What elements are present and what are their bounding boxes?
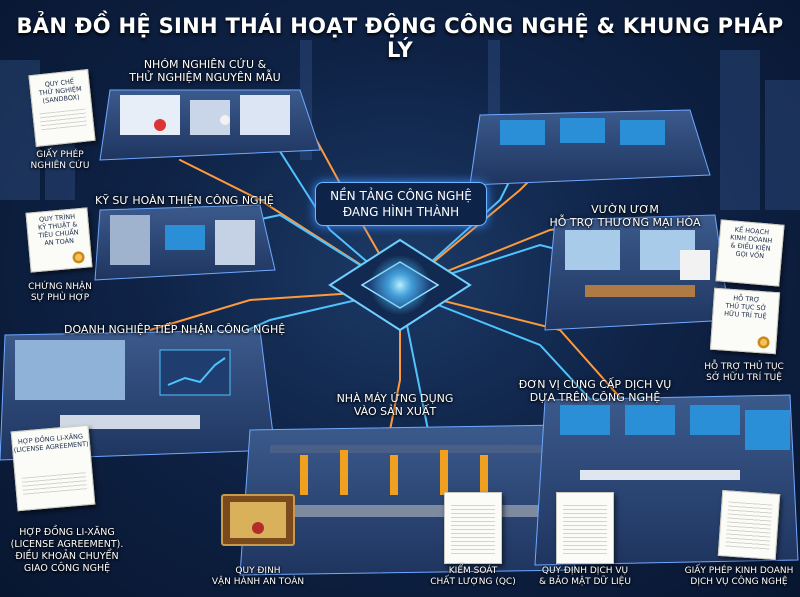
zone-label-research: NHÓM NGHIÊN CỨU & THỬ NGHIỆM NGUYÊN MẪU xyxy=(120,58,290,84)
platform-engineers xyxy=(94,204,276,281)
license-label-line3: ĐIỀU KHOẢN CHUYỂN xyxy=(15,551,119,562)
license-label-line1: HỢP ĐỒNG LI-XĂNG xyxy=(19,527,115,538)
platform-incubator xyxy=(544,214,731,331)
center-label-line2: ĐANG HÌNH THÀNH xyxy=(342,205,460,219)
license-document: HỢP ĐỒNG LI-XĂNG (LICENSE AGREEMENT) xyxy=(10,424,96,512)
sandbox-label-line2: NGHIÊN CỨU xyxy=(30,161,90,171)
data-security-label-line1: QUY ĐỊNH DỊCH VỤ xyxy=(541,566,629,576)
zone-label-factory-line1: NHÀ MÁY ỨNG DỤNG xyxy=(336,392,454,405)
seal-icon xyxy=(757,335,770,349)
qc-label-line1: KIỂM SOÁT xyxy=(448,566,498,576)
zone-label-enterprise-line1: DOANH NGHIỆP TIẾP NHẬN CÔNG NGHỆ xyxy=(64,323,286,336)
zone-label-engineers: KỸ SƯ HOÀN THIỆN CÔNG NGHỆ xyxy=(95,194,274,207)
center-label-line1: NỀN TẢNG CÔNG NGHỆ xyxy=(330,189,472,203)
zone-label-service-line2: DỰA TRÊN CÔNG NGHỆ xyxy=(529,391,661,404)
data-security-label: QUY ĐỊNH DỊCH VỤ & BẢO MẬT DỮ LIỆU xyxy=(535,566,635,588)
standards-label-line2: SỰ PHÙ HỢP xyxy=(30,293,90,303)
ip-document: HỖ TRỢ THỦ TỤC SỞ HỮU TRÍ TUỆ xyxy=(709,287,781,355)
business-license-label-line1: GIẤY PHÉP KINH DOANH xyxy=(684,566,794,576)
zone-label-enterprise: DOANH NGHIỆP TIẾP NHẬN CÔNG NGHỆ xyxy=(64,323,286,336)
center-platform-label: NỀN TẢNG CÔNG NGHỆ ĐANG HÌNH THÀNH xyxy=(315,182,487,226)
qc-label: KIỂM SOÁT CHẤT LƯỢNG (QC) xyxy=(423,566,523,588)
document-text-lines xyxy=(451,505,495,555)
license-label-line4: GIAO CÔNG NGHỆ xyxy=(23,563,111,574)
sandbox-label-line1: GIẤY PHÉP xyxy=(36,150,84,160)
document-text-lines xyxy=(21,472,88,496)
business-license-document xyxy=(717,490,781,560)
ip-label: HỖ TRỢ THỦ TỤC SỞ HỮU TRÍ TUỆ xyxy=(690,362,798,384)
seal-icon xyxy=(72,250,86,264)
safety-label-line2: VẬN HÀNH AN TOÀN xyxy=(211,577,305,587)
zone-label-factory-line2: VÀO SẢN XUẤT xyxy=(353,405,437,418)
data-security-document xyxy=(556,492,614,564)
business-plan-document: KẾ HOẠCH KINH DOANH & ĐIỀU KIỆN GỌI VỐN xyxy=(715,219,785,287)
platform-research xyxy=(99,89,321,161)
business-license-label-line2: DỊCH VỤ CÔNG NGHỆ xyxy=(690,577,788,587)
zone-label-incubator-line1: VƯỜN ƯƠM xyxy=(591,203,659,216)
zone-label-service: ĐƠN VỊ CUNG CẤP DỊCH VỤ DỰA TRÊN CÔNG NG… xyxy=(505,378,685,404)
zone-label-incubator: VƯỜN ƯƠM HỖ TRỢ THƯƠNG MẠI HÓA xyxy=(545,203,705,229)
platform-control-room xyxy=(469,109,711,186)
sandbox-label: GIẤY PHÉP NGHIÊN CỨU xyxy=(20,150,100,172)
safety-plaque xyxy=(221,494,295,546)
standards-label-line1: CHỨNG NHẬN xyxy=(28,282,92,292)
qc-document xyxy=(444,492,502,564)
zone-label-incubator-line2: HỖ TRỢ THƯƠNG MẠI HÓA xyxy=(549,216,701,229)
qc-label-line2: CHẤT LƯỢNG (QC) xyxy=(430,577,516,587)
zone-label-research-line2: THỬ NGHIỆM NGUYÊN MẪU xyxy=(129,71,281,84)
document-text-lines xyxy=(725,501,773,551)
zone-label-factory: NHÀ MÁY ỨNG DỤNG VÀO SẢN XUẤT xyxy=(320,392,470,418)
zone-label-service-line1: ĐƠN VỊ CUNG CẤP DỊCH VỤ xyxy=(518,378,672,391)
document-text-lines xyxy=(563,505,607,555)
license-label-line2: (LICENSE AGREEMENT). xyxy=(10,539,124,550)
ip-label-line2: SỞ HỮU TRÍ TUỆ xyxy=(706,373,782,383)
zone-label-engineers-line1: KỸ SƯ HOÀN THIỆN CÔNG NGHỆ xyxy=(95,194,274,207)
ip-label-line1: HỖ TRỢ THỦ TỤC xyxy=(704,362,784,372)
safety-label-line1: QUY ĐỊNH xyxy=(235,566,281,576)
standards-document: QUY TRÌNH KỸ THUẬT & TIÊU CHUẨN AN TOÀN xyxy=(25,207,93,273)
safety-label: QUY ĐỊNH VẬN HÀNH AN TOÀN xyxy=(208,566,308,588)
license-label: HỢP ĐỒNG LI-XĂNG (LICENSE AGREEMENT). ĐI… xyxy=(6,527,128,575)
data-security-label-line2: & BẢO MẬT DỮ LIỆU xyxy=(539,577,631,587)
central-chip xyxy=(328,238,472,332)
sandbox-document: QUY CHẾ THỬ NGHIỆM (SANDBOX) xyxy=(28,69,96,147)
standards-label: CHỨNG NHẬN SỰ PHÙ HỢP xyxy=(20,282,100,304)
business-license-label: GIẤY PHÉP KINH DOANH DỊCH VỤ CÔNG NGHỆ xyxy=(680,566,798,588)
document-text-lines xyxy=(39,108,88,132)
page-title: BẢN ĐỒ HỆ SINH THÁI HOẠT ĐỘNG CÔNG NGHỆ … xyxy=(16,14,784,62)
zone-label-research-line1: NHÓM NGHIÊN CỨU & xyxy=(143,58,267,71)
